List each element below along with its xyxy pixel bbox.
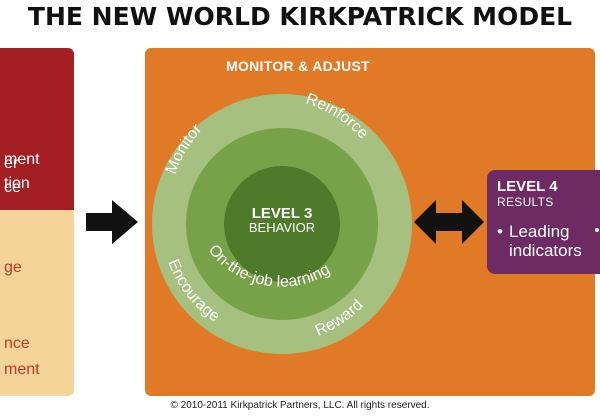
left-panel-bottom: ge nce ment — [0, 210, 74, 396]
left-top-fragment-3: er — [4, 155, 19, 172]
bullet-icon: • — [497, 222, 503, 241]
right-arrow-icon — [86, 200, 138, 244]
level4-subtitle: RESULTS — [497, 195, 554, 209]
left-bottom-fragment-2: nce — [4, 335, 30, 352]
inner-circle — [224, 166, 340, 282]
level4-title: LEVEL 4 — [497, 178, 558, 195]
left-panel-top: ment ce — [0, 48, 74, 210]
leading-indicators-line2: indicators — [509, 241, 582, 260]
left-panel-top-text: er tion — [0, 48, 74, 210]
left-bottom-fragment-1: ge — [4, 259, 22, 276]
left-top-fragment-1: ment — [4, 151, 40, 168]
level4-results-box: LEVEL 4 RESULTS • Leading indicators — [487, 170, 600, 274]
level3-title: LEVEL 3 — [252, 205, 313, 222]
left-bottom-fragment-3: ment — [4, 361, 40, 378]
copyright-notice: © 2010-2011 Kirkpatrick Partners, LLC. A… — [170, 400, 430, 411]
left-top-fragment-4: tion — [4, 175, 30, 192]
left-top-fragment-2: ce — [4, 179, 21, 196]
monitor-adjust-heading: MONITOR & ADJUST — [225, 58, 371, 74]
diagram-title: THE NEW WORLD KIRKPATRICK MODEL — [27, 2, 573, 31]
double-arrow-icon — [414, 200, 484, 244]
leading-indicators-line1: Leading — [509, 222, 570, 241]
edge-bullet-icon — [595, 228, 599, 232]
level3-subtitle: BEHAVIOR — [249, 220, 315, 235]
